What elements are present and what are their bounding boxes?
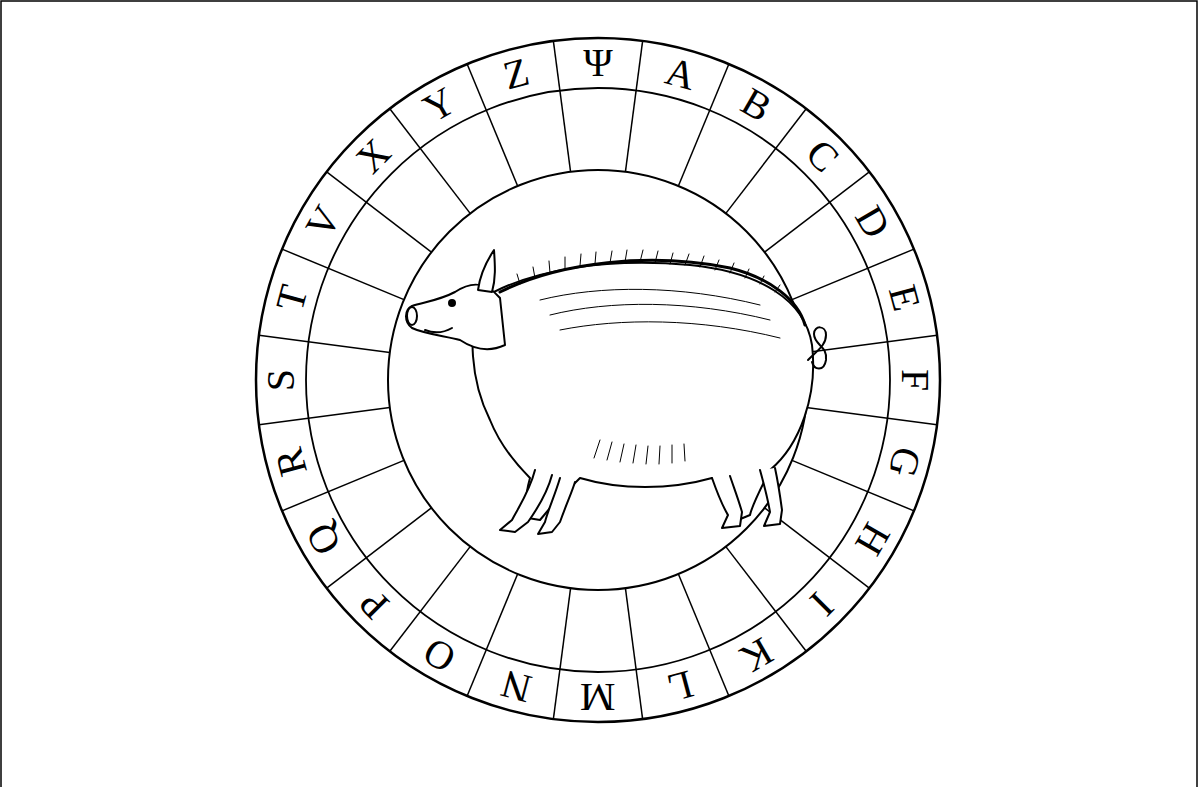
ring-letter: C xyxy=(799,132,846,179)
ring-letter: D xyxy=(848,199,897,244)
segment-divider xyxy=(765,172,870,252)
ring-letter: G xyxy=(881,443,927,481)
ring-letter: N xyxy=(497,663,535,709)
segment-divider xyxy=(327,508,432,588)
segment-divider xyxy=(625,41,642,172)
ring-letter: Z xyxy=(499,51,533,96)
boar-illustration xyxy=(406,250,826,534)
ring-letter: K xyxy=(734,630,779,679)
ring-letter: T xyxy=(269,281,314,315)
ring-letter: O xyxy=(417,630,462,679)
segment-divider xyxy=(390,547,470,652)
segment-divider xyxy=(390,109,470,214)
ring-circle xyxy=(256,38,940,722)
segment-divider xyxy=(806,407,937,424)
ring-letter: Ψ xyxy=(583,43,613,83)
segment-divider xyxy=(259,407,390,424)
ring-letter: F xyxy=(895,369,935,391)
segment-divider xyxy=(625,588,642,719)
segment-divider xyxy=(553,41,570,172)
segment-divider xyxy=(553,588,570,719)
ring-letter: Y xyxy=(417,81,462,130)
ring-letter: X xyxy=(349,131,398,180)
ring-letter: H xyxy=(848,516,897,561)
ring-letter: I xyxy=(803,585,841,623)
ring-letter: Q xyxy=(299,516,348,561)
ring-letter: V xyxy=(299,199,348,244)
ring-letter: S xyxy=(261,369,301,391)
ring-letter: P xyxy=(352,582,396,626)
ring-letter: B xyxy=(735,81,778,129)
ring-circle xyxy=(306,88,890,672)
segment-divider xyxy=(726,109,806,214)
segment-divider xyxy=(726,547,806,652)
cipher-rings xyxy=(256,38,940,722)
ring-letter: L xyxy=(663,664,697,709)
ring-letter: E xyxy=(882,281,927,315)
ring-letter: M xyxy=(580,677,616,717)
segment-divider xyxy=(327,172,432,252)
ring-letter: R xyxy=(269,444,315,480)
ring-letter: A xyxy=(661,51,699,97)
segment-divider xyxy=(259,335,390,352)
